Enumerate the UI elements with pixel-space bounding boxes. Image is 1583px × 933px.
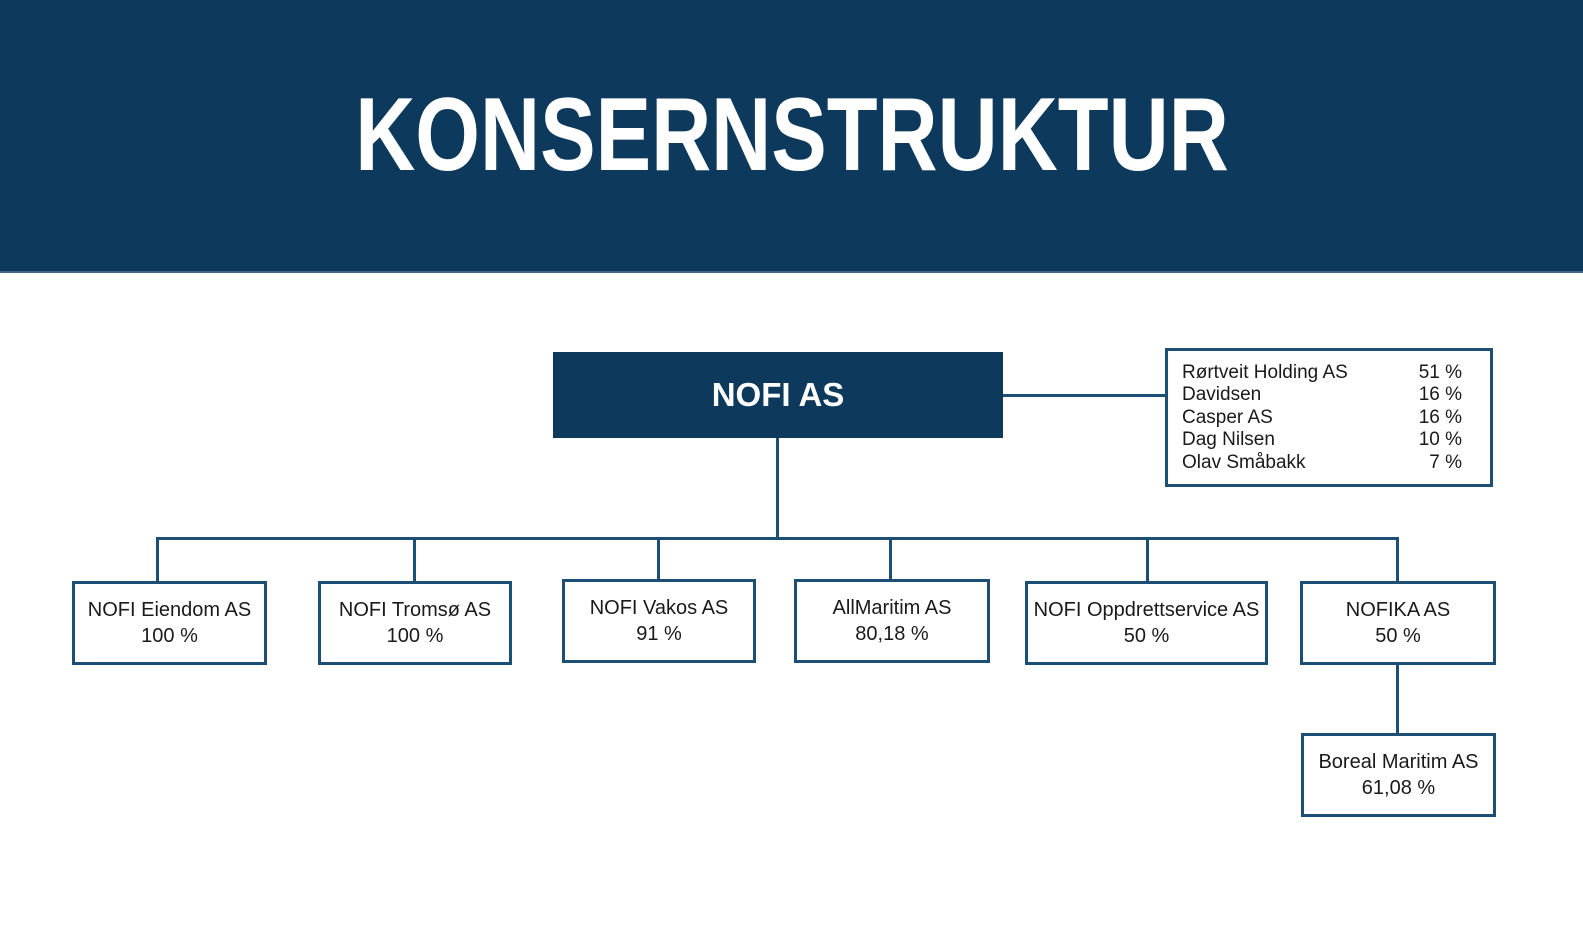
- shareholder-share: 16 %: [1418, 384, 1462, 406]
- root-node-label: NOFI AS: [711, 376, 845, 413]
- node-share: 91 %: [636, 623, 682, 645]
- shareholder-name: Dag Nilsen: [1182, 429, 1275, 451]
- node-name: NOFI Tromsø AS: [338, 599, 492, 621]
- subsidiary-node-eiendom: NOFI Eiendom AS 100 %: [72, 581, 267, 665]
- subsidiary-node-boreal-maritim: Boreal Maritim AS 61,08 %: [1301, 733, 1496, 817]
- connector-drop-eiendom: [156, 537, 159, 584]
- node-share: 50 %: [1375, 625, 1421, 647]
- connector-root-vertical: [776, 438, 779, 538]
- connector-drop-vakos: [657, 537, 660, 584]
- shareholder-name: Casper AS: [1182, 406, 1273, 428]
- shareholder-row: Olav Småbakk 7 %: [1182, 452, 1462, 474]
- shareholder-row: Dag Nilsen 10 %: [1182, 429, 1462, 451]
- subsidiary-node-allmaritim: AllMaritim AS 80,18 %: [794, 579, 990, 663]
- node-share: 61,08 %: [1361, 777, 1436, 799]
- node-share: 80,18 %: [855, 623, 929, 645]
- shareholder-name: Davidsen: [1182, 384, 1262, 406]
- subsidiary-node-tromso: NOFI Tromsø AS 100 %: [318, 581, 512, 665]
- connector-nofika-to-boreal: [1396, 663, 1399, 735]
- connector-drop-oppdrettservice: [1146, 537, 1149, 584]
- connector-drop-tromso: [413, 537, 416, 584]
- subsidiary-node-vakos: NOFI Vakos AS 91 %: [562, 579, 756, 663]
- page-title: KONSERNSTRUKTUR: [354, 77, 1229, 193]
- shareholder-row: Davidsen 16 %: [1182, 384, 1462, 406]
- shareholder-row: Rørtveit Holding AS 51 %: [1182, 362, 1462, 384]
- root-node-nofi-as: NOFI AS: [553, 352, 1003, 438]
- node-name: NOFI Vakos AS: [589, 597, 729, 619]
- header-band: KONSERNSTRUKTUR: [0, 0, 1583, 273]
- node-name: Boreal Maritim AS: [1318, 751, 1479, 773]
- subsidiary-node-oppdrettservice: NOFI Oppdrettservice AS 50 %: [1025, 581, 1268, 665]
- node-share: 100 %: [141, 625, 198, 647]
- shareholder-name: Olav Småbakk: [1182, 451, 1306, 473]
- node-name: NOFI Eiendom AS: [87, 599, 252, 621]
- shareholder-share: 16 %: [1418, 406, 1462, 428]
- shareholder-row: Casper AS 16 %: [1182, 407, 1462, 429]
- node-name: NOFI Oppdrettservice AS: [1033, 599, 1260, 621]
- connector-drop-nofika: [1396, 537, 1399, 584]
- node-share: 50 %: [1123, 625, 1170, 647]
- node-name: NOFIKA AS: [1345, 599, 1451, 621]
- connector-drop-allmaritim: [889, 537, 892, 584]
- node-name: AllMaritim AS: [832, 597, 952, 619]
- connector-root-to-shareholders: [1003, 394, 1165, 397]
- connector-bus-horizontal: [156, 537, 1399, 540]
- node-share: 100 %: [386, 625, 444, 647]
- shareholder-share: 10 %: [1418, 429, 1462, 451]
- shareholder-share: 7 %: [1429, 451, 1462, 473]
- shareholder-share: 51 %: [1418, 362, 1462, 383]
- shareholders-box: Rørtveit Holding AS 51 % Davidsen 16 % C…: [1165, 348, 1493, 487]
- subsidiary-node-nofika: NOFIKA AS 50 %: [1300, 581, 1496, 665]
- shareholder-name: Rørtveit Holding AS: [1182, 362, 1348, 383]
